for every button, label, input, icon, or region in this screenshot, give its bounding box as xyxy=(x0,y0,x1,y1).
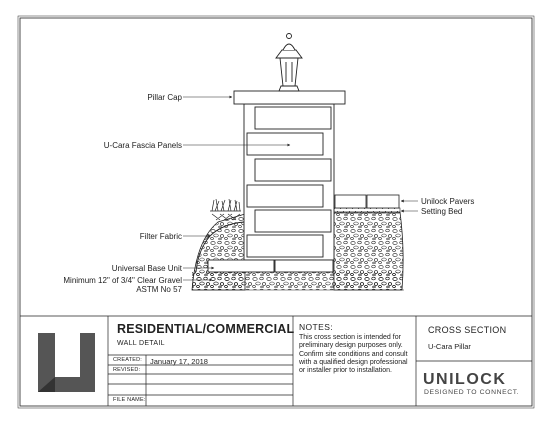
setting-bed xyxy=(333,207,401,214)
brand-name: UNILOCK xyxy=(423,371,507,388)
label-astm: ASTM No 57 xyxy=(136,285,182,294)
notes-heading: NOTES: xyxy=(299,322,334,332)
gravel-right xyxy=(333,211,404,291)
label-pavers: Unilock Pavers xyxy=(421,197,475,206)
label-fascia-panels: U-Cara Fascia Panels xyxy=(103,141,182,150)
section-name: U-Cara Pillar xyxy=(428,342,471,351)
brand-tagline: DESIGNED TO CONNECT. xyxy=(424,389,520,396)
universal-base-unit xyxy=(207,259,334,273)
file-name-label: FILE NAME: xyxy=(113,397,146,403)
drawing-subtitle: WALL DETAIL xyxy=(117,340,165,347)
lantern-icon xyxy=(275,33,303,92)
created-date: January 17, 2018 xyxy=(150,357,208,366)
pillar-body xyxy=(243,103,335,261)
grass-tuft xyxy=(210,198,241,221)
label-pillar-cap: Pillar Cap xyxy=(147,93,182,102)
sheet-border xyxy=(19,17,533,407)
leader-lines xyxy=(183,95,418,282)
label-setting-bed: Setting Bed xyxy=(421,207,463,216)
revised-label: REVISED: xyxy=(113,367,141,373)
drawing-title: RESIDENTIAL/COMMERCIAL xyxy=(117,322,295,336)
paver xyxy=(366,194,400,209)
label-universal-base: Universal Base Unit xyxy=(111,264,182,273)
notes-body: This cross section is intended for preli… xyxy=(299,334,408,375)
title-block xyxy=(20,315,532,406)
section-heading: CROSS SECTION xyxy=(428,325,507,335)
unilock-logo-icon xyxy=(38,333,95,392)
label-gravel: Minimum 12" of 3/4" Clear Gravel xyxy=(63,276,182,285)
created-label: CREATED: xyxy=(113,357,143,363)
label-filter-fabric: Filter Fabric xyxy=(139,232,182,241)
paver xyxy=(334,194,367,209)
pillar-cap xyxy=(233,90,346,105)
